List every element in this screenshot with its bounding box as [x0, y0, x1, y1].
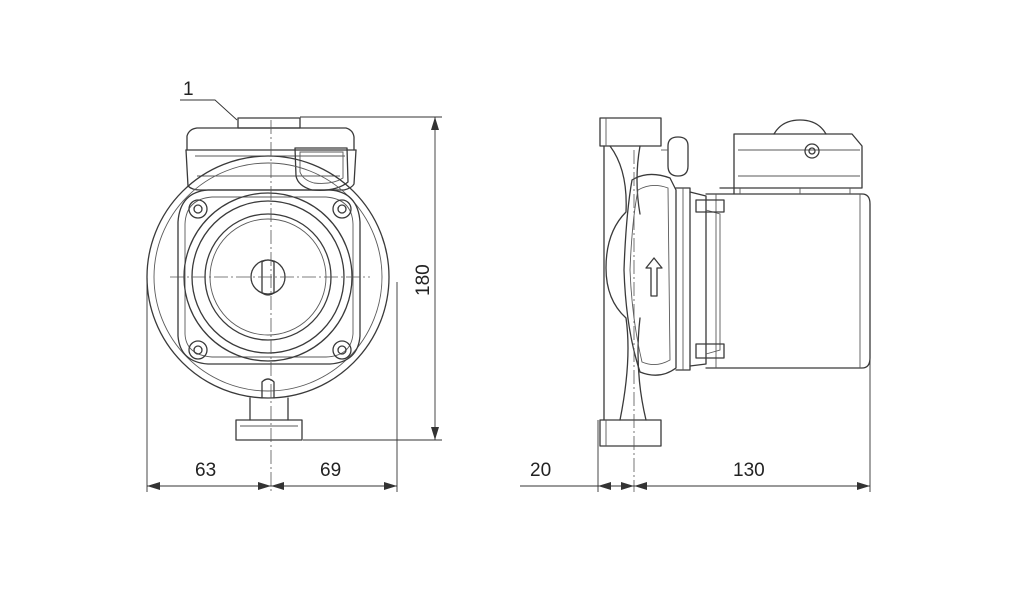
side-view	[599, 117, 871, 492]
dim-left-half-label: 63	[195, 460, 216, 481]
bolt-bottom-right	[332, 340, 352, 360]
callout-1: 1	[180, 79, 238, 121]
dimension-lines	[146, 116, 871, 492]
bolt-top-left	[188, 199, 208, 219]
dimension-labels: 180 63 69 20 130	[195, 264, 765, 481]
dim-body-length-label: 130	[733, 460, 765, 481]
bolt-bottom-left	[188, 340, 208, 360]
front-view	[146, 117, 390, 492]
dim-port-offset-label: 20	[530, 460, 551, 481]
dim-right-half-label: 69	[320, 460, 341, 481]
callout-label: 1	[183, 79, 194, 100]
bolt-top-right	[332, 199, 352, 219]
dim-height-label: 180	[413, 264, 434, 296]
